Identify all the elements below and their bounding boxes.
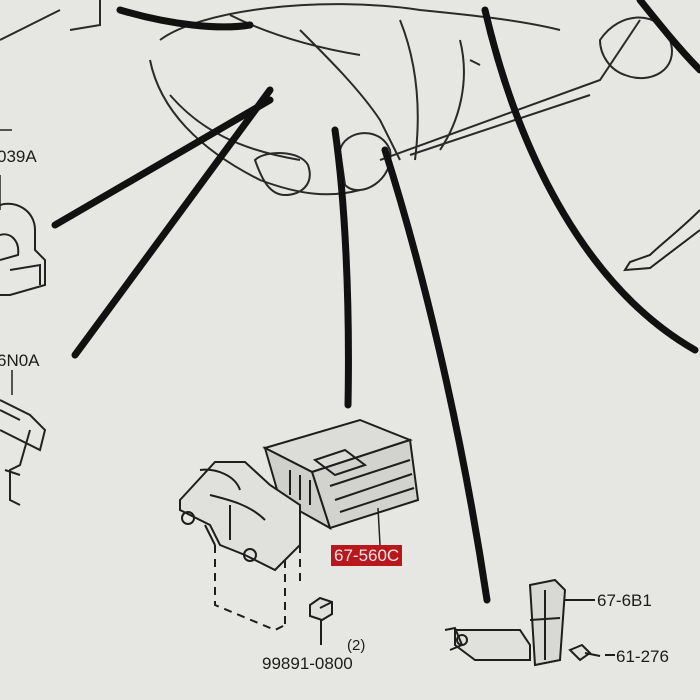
leader-67-560c	[377, 507, 381, 546]
leader-lines	[51, 0, 700, 604]
bracket-039a-icon	[0, 202, 46, 296]
nut-icon	[309, 596, 333, 645]
car-front-outline-icon	[0, 0, 673, 197]
control-module-icon	[262, 418, 420, 531]
sensor-bracket-icon	[444, 578, 615, 667]
wire-clip-icon	[623, 209, 700, 272]
mounting-bracket-icon	[179, 461, 301, 632]
part-label-67-560c-highlighted: 67-560C	[331, 545, 403, 566]
part-label-6n0a: 6N0A	[0, 351, 40, 370]
quantity-label: (2)	[347, 637, 366, 654]
part-label-61-276: 61-276	[616, 647, 669, 666]
part-label-99891-0800: 99891-0800	[262, 654, 353, 673]
part-label-039a: 039A	[0, 147, 37, 166]
part-label-67-6b1: 67-6B1	[597, 591, 652, 610]
bolt-icon	[568, 643, 601, 662]
bracket-6n0a-icon	[0, 399, 47, 506]
